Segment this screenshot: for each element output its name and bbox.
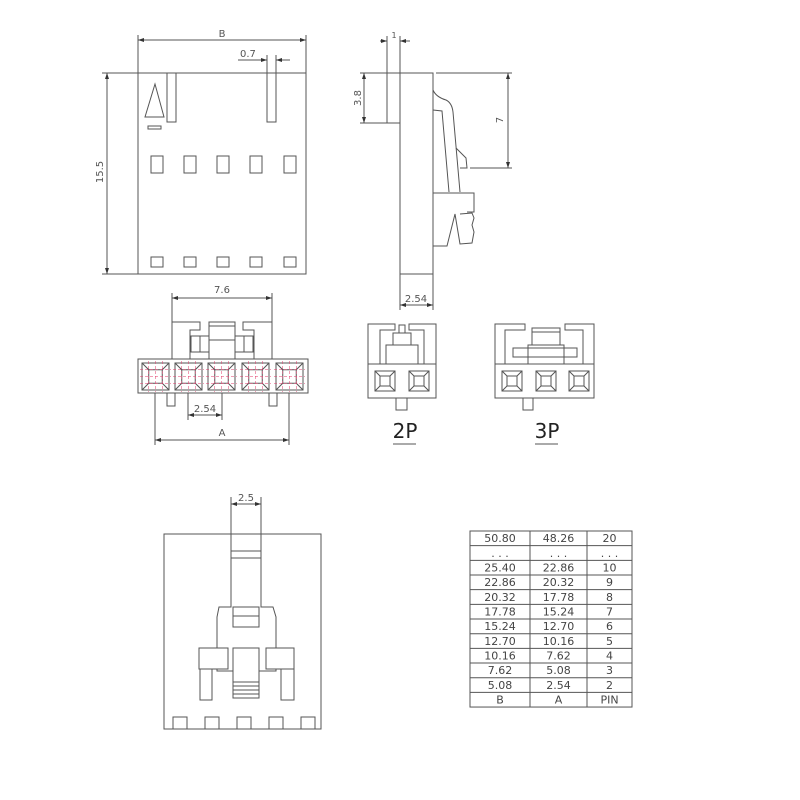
table-cell: 4	[606, 650, 613, 663]
front-view: 7.6 2.54 A	[137, 285, 309, 445]
dim-b: B	[219, 29, 226, 40]
table-cell: 10.16	[543, 635, 575, 648]
table-cell: 2	[606, 679, 613, 692]
pin-cavity	[501, 370, 523, 392]
dim-pitch: 2.54	[194, 404, 216, 415]
dim-tab: 1	[391, 31, 396, 40]
table-cell: 2.54	[546, 679, 571, 692]
contact-window	[150, 256, 164, 268]
dim-slot: 0.7	[240, 49, 256, 60]
table-cell: . . .	[601, 547, 618, 560]
dim-depth: 2.54	[405, 294, 427, 305]
bottom-notch	[236, 716, 252, 729]
table-cell: 15.24	[543, 606, 575, 619]
contact-window	[183, 256, 197, 268]
pin-cavity	[568, 370, 590, 392]
table-cell: 22.86	[543, 562, 575, 575]
bottom-notch	[204, 716, 220, 729]
contact-window	[249, 256, 263, 268]
table-cell: 10.16	[484, 650, 516, 663]
pin-cavity	[173, 361, 204, 392]
dim-height: 15.5	[95, 161, 106, 183]
pin-cavity	[374, 370, 396, 392]
pin-cavity	[408, 370, 430, 392]
table-cell: 17.78	[543, 591, 575, 604]
table-cell: 25.40	[484, 562, 516, 575]
side-view: 1 3.8 7 2.54	[353, 31, 512, 310]
dim-latch: 7	[495, 117, 506, 123]
bottom-notch	[300, 716, 316, 729]
dim-latch-width: 2.5	[238, 493, 254, 504]
table-cell: 5.08	[546, 664, 571, 677]
table-cell: 20	[603, 532, 617, 545]
pin-cavity	[206, 361, 237, 392]
table-cell: 20.32	[484, 591, 516, 604]
table-cell: 50.80	[484, 532, 516, 545]
contact-window	[283, 256, 297, 268]
variant-2p: 2P	[367, 323, 437, 445]
pin-cavity	[240, 361, 271, 392]
contact-window	[216, 256, 230, 268]
table-cell: 8	[606, 591, 613, 604]
label-3p: 3P	[535, 419, 560, 443]
table-header: PIN	[600, 694, 618, 707]
pin-cavity	[535, 370, 557, 392]
table-cell: 6	[606, 620, 613, 633]
table-cell: 10	[603, 562, 617, 575]
table-header: B	[496, 694, 504, 707]
contact-window	[283, 155, 297, 174]
contact-window	[216, 155, 230, 174]
table-cell: 22.86	[484, 576, 516, 589]
table-cell: 48.26	[543, 532, 575, 545]
table-cell: . . .	[491, 547, 508, 560]
contact-window	[249, 155, 263, 174]
top-view: B 0.7 15.5	[95, 29, 307, 275]
table-cell: 12.70	[484, 635, 516, 648]
contact-window	[150, 155, 164, 174]
pin-cavity	[140, 361, 171, 392]
table-cell: 9	[606, 576, 613, 589]
table-cell: 7.62	[488, 664, 513, 677]
table-cell: 17.78	[484, 606, 516, 619]
table-cell: 3	[606, 664, 613, 677]
table-cell: 7.62	[546, 650, 571, 663]
bottom-notch	[268, 716, 284, 729]
table-cell: . . .	[550, 547, 567, 560]
bottom-view: 2.5	[163, 493, 322, 730]
contact-window	[183, 155, 197, 174]
table-cell: 5.08	[488, 679, 513, 692]
pin-cavity	[274, 361, 305, 392]
table-cell: 12.70	[543, 620, 575, 633]
table-cell: 15.24	[484, 620, 516, 633]
table-cell: 7	[606, 606, 613, 619]
pin1-triangle-icon	[144, 82, 165, 118]
variant-3p: 3P	[494, 323, 595, 445]
table-cell: 5	[606, 635, 613, 648]
table-header: A	[555, 694, 563, 707]
dim-tab-height: 3.8	[353, 90, 364, 106]
dim-a: A	[219, 428, 226, 439]
label-2p: 2P	[393, 419, 418, 443]
table-cell: 20.32	[543, 576, 575, 589]
dim-span: 7.6	[214, 285, 230, 296]
bottom-notch	[172, 716, 188, 729]
